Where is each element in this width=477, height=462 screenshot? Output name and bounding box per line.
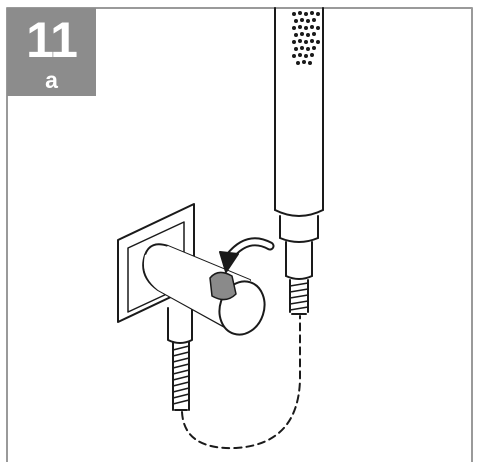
step-badge: 11 a — [7, 8, 96, 96]
spray-nozzles — [292, 11, 320, 65]
curved-arrow-icon — [219, 237, 275, 273]
panel-border — [6, 7, 473, 462]
step-number: 11 — [26, 12, 78, 68]
shower-holder — [142, 243, 266, 336]
lower-hose — [172, 341, 190, 411]
holder-socket — [209, 271, 237, 301]
hose-dashed-loop — [181, 315, 302, 450]
upper-hose — [289, 279, 309, 315]
step-sub-label: a — [45, 67, 58, 93]
hand-shower — [274, 7, 324, 280]
hose-outlet — [167, 301, 193, 344]
